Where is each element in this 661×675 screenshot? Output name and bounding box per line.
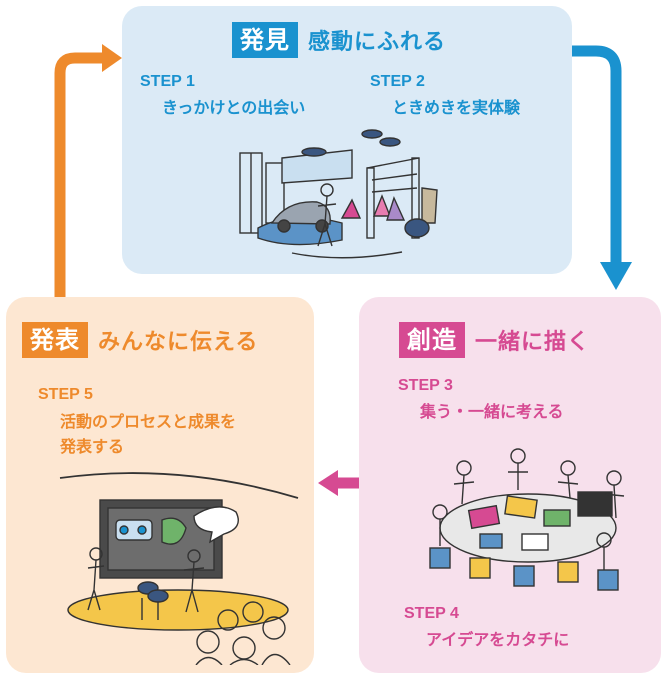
discover-subtitle: 感動にふれる xyxy=(308,30,447,55)
create-subtitle: 一緒に描く xyxy=(475,330,591,355)
discover-panel xyxy=(122,6,572,274)
discover-heading: 発見 感動にふれる xyxy=(232,22,446,58)
step-5-text-line1: 活動のプロセスと成果を xyxy=(60,412,237,431)
arrow-right-icon xyxy=(102,44,122,72)
step-4-text: アイデアをカタチに xyxy=(426,630,570,649)
arrow-down-icon xyxy=(600,262,632,290)
create-panel xyxy=(359,297,661,673)
exhibition-illustration xyxy=(239,129,438,259)
present-heading: 発表 みんなに伝える xyxy=(22,322,258,358)
step-1-text: きっかけとの出会い xyxy=(162,98,306,117)
presentation-illustration xyxy=(59,472,299,665)
step-2-number: STEP 2 xyxy=(370,73,425,90)
step-2-text: ときめきを実体験 xyxy=(392,98,521,117)
present-tag: 発表 xyxy=(22,322,88,358)
create-tag: 創造 xyxy=(399,322,465,358)
step-3-text: 集う・一緒に考える xyxy=(420,402,564,421)
arrow-left-icon xyxy=(318,470,338,496)
step-1-number: STEP 1 xyxy=(140,73,195,90)
workshop-illustration xyxy=(429,448,625,591)
create-heading: 創造 一緒に描く xyxy=(399,322,590,358)
present-subtitle: みんなに伝える xyxy=(98,330,259,355)
step-4-number: STEP 4 xyxy=(404,605,459,622)
step-5-text-line2: 発表する xyxy=(60,437,125,456)
discover-tag: 発見 xyxy=(232,22,298,58)
step-3-number: STEP 3 xyxy=(398,377,453,394)
step-5-number: STEP 5 xyxy=(38,386,93,403)
